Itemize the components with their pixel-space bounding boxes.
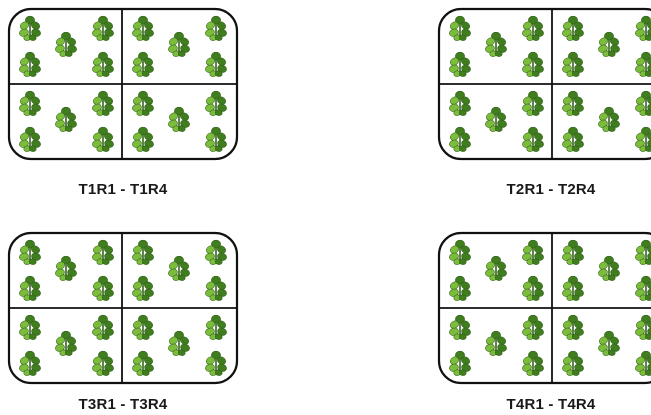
tray-t3 xyxy=(8,232,238,384)
tray-t4 xyxy=(438,232,651,384)
tray-t1 xyxy=(8,8,238,160)
tray-t3-label: T3R1 - T3R4 xyxy=(0,396,253,413)
tray-t2 xyxy=(438,8,651,160)
tray-t1-label: T1R1 - T1R4 xyxy=(0,181,253,198)
tray-t4-label: T4R1 - T4R4 xyxy=(421,396,651,413)
tray-t2-diagram xyxy=(438,8,651,160)
tray-t4-diagram xyxy=(438,232,651,384)
tray-t1-diagram xyxy=(8,8,238,160)
tray-t3-diagram xyxy=(8,232,238,384)
tray-t2-label: T2R1 - T2R4 xyxy=(421,181,651,198)
